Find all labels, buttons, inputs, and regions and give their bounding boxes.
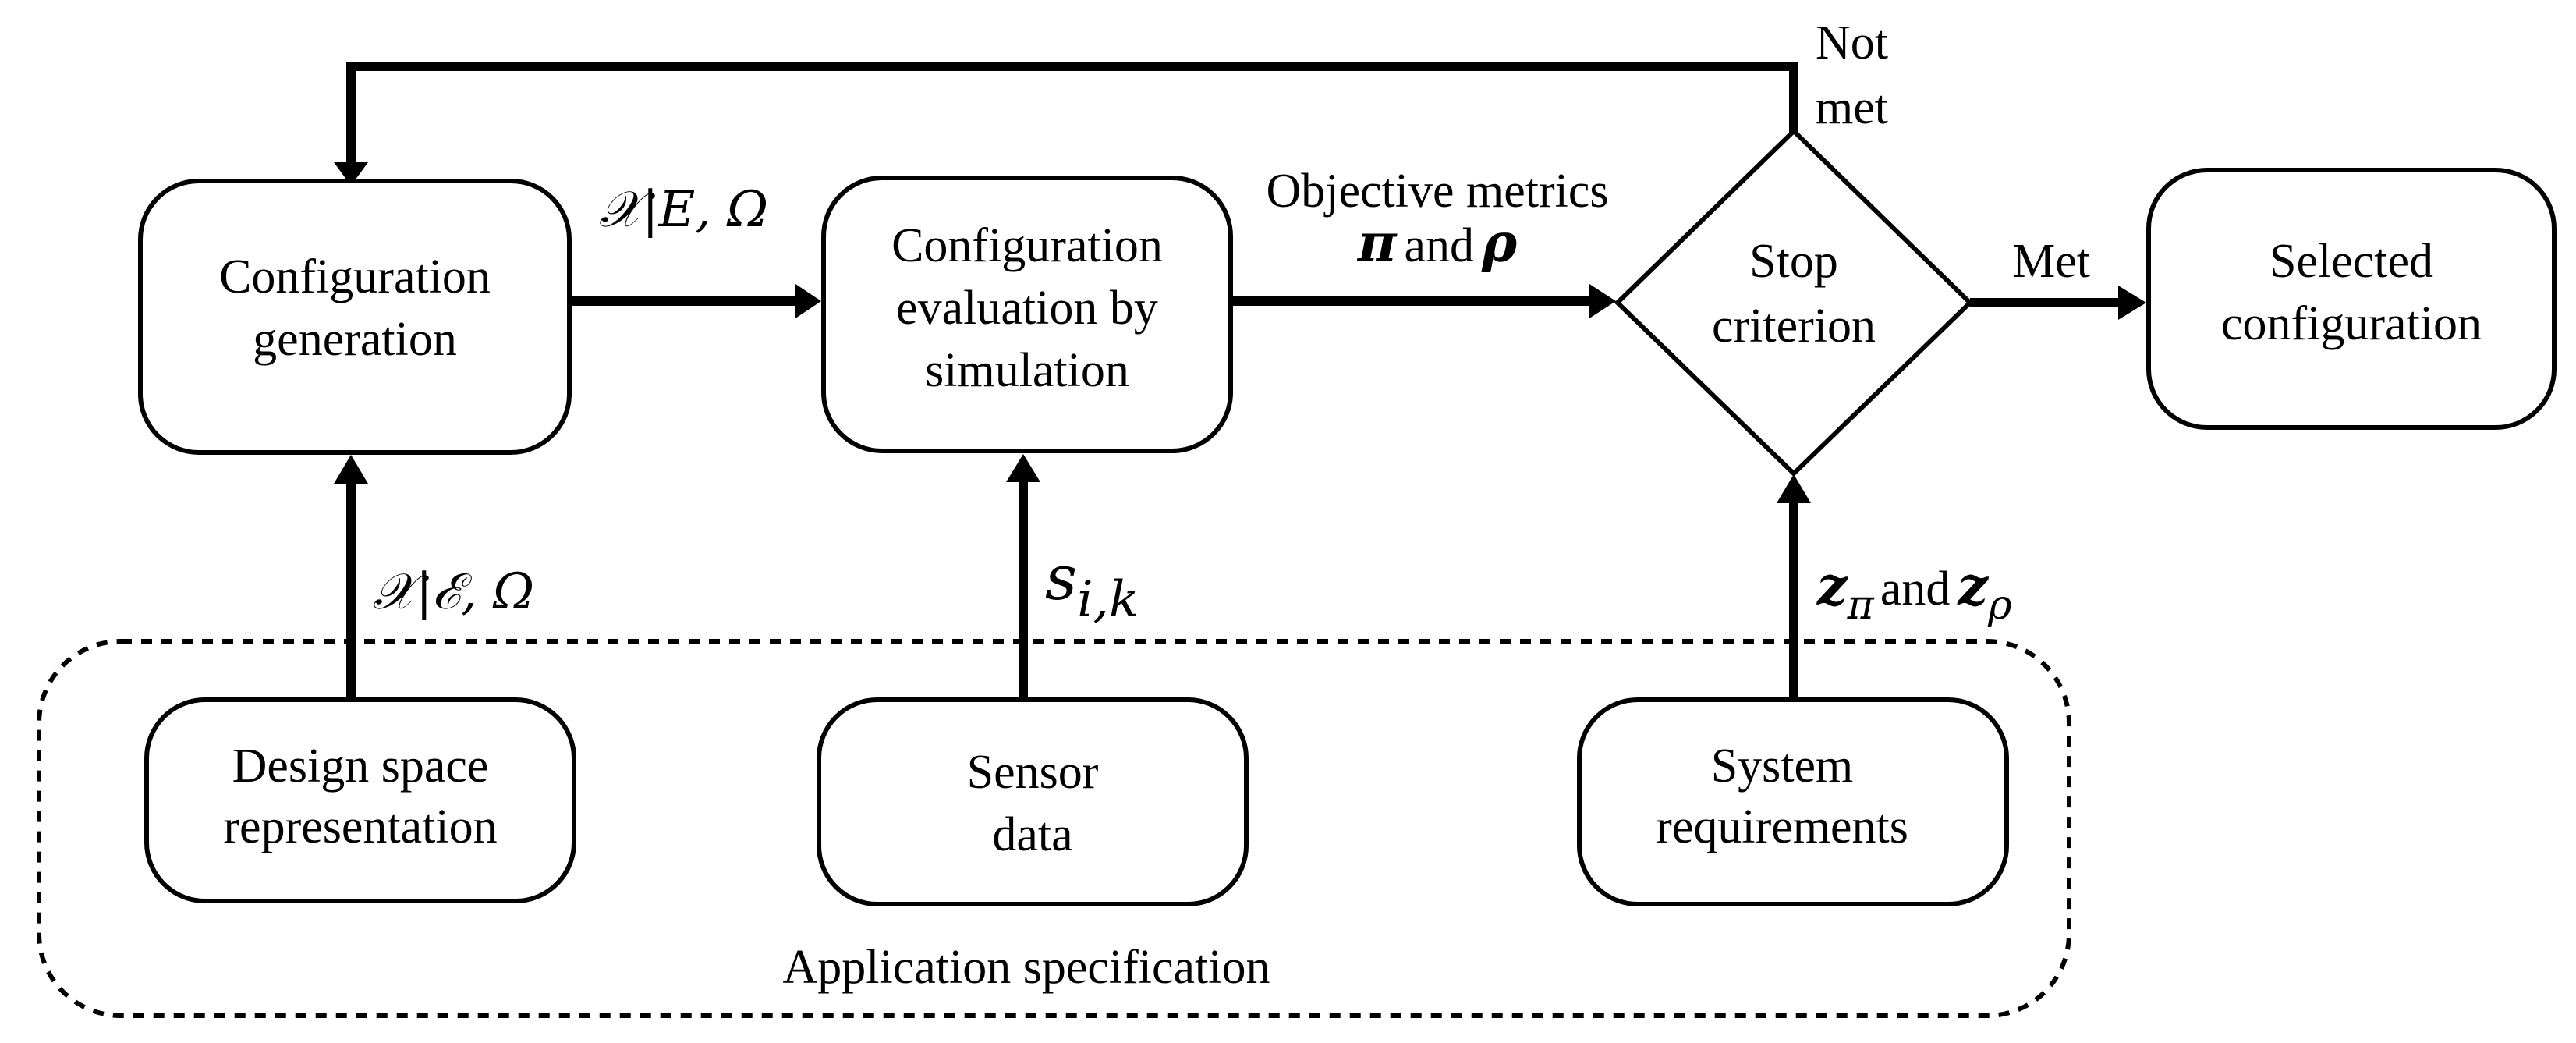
generation-to-evaluation-label: 𝒳|E, Ω (599, 181, 768, 239)
met-label: Met (2012, 235, 2090, 288)
system-requirements-node: System requirements (1577, 697, 2009, 906)
sensor-to-evaluation-label: si,k (1045, 541, 1139, 629)
configuration-generation-node: Configuration generation (138, 179, 572, 455)
z-rho-symbol: z (1957, 555, 1989, 618)
configuration-evaluation-label-line1: Configuration (891, 219, 1163, 272)
application-specification-container (37, 639, 2071, 1018)
z-pi-subscript: π (1847, 582, 1875, 629)
objective-metrics-label: Objective metrics (1267, 165, 1609, 218)
configuration-evaluation-node: Configuration evaluation by simulation (821, 176, 1233, 453)
design-space-label-line1: Design space (232, 740, 489, 793)
sensor-data-label-line1: Sensor (967, 746, 1099, 799)
configuration-generation-label-line2: generation (253, 313, 457, 366)
z-pi-symbol: z (1816, 555, 1848, 618)
application-specification-label: Application specification (783, 941, 1270, 994)
configuration-evaluation-label-line2: evaluation by (896, 282, 1158, 335)
stop-to-selected-arrowhead (2118, 286, 2146, 320)
not-met-feedback-connector (346, 62, 1798, 162)
generation-to-evaluation-arrowhead (795, 284, 821, 318)
selected-configuration-label-line2: configuration (2221, 297, 2482, 350)
system-requirements-label-line1: System (1711, 740, 1854, 793)
stop-criterion-node: Stop criterion (1614, 127, 1974, 477)
not-met-feedback-arrowhead (334, 162, 368, 186)
system-requirements-label-line2: requirements (1656, 800, 1908, 853)
not-met-label-line1: Not (1816, 16, 1888, 69)
sensor-data-label-line2: data (992, 808, 1072, 861)
evaluation-to-stop-arrowhead (1589, 284, 1616, 318)
objective-and-word: and (1405, 219, 1475, 272)
requirements-to-stop-arrowhead (1777, 474, 1811, 503)
stop-criterion-label-line1: Stop (1749, 235, 1838, 288)
design-space-label-line2: representation (223, 800, 497, 853)
pi-symbol: π (1356, 212, 1398, 275)
stop-criterion-label-line2: criterion (1712, 300, 1876, 353)
configuration-evaluation-label-line3: simulation (925, 344, 1129, 397)
design-to-generation-label: 𝒳|ℰ, Ω (373, 563, 534, 621)
sensor-data-node: Sensor data (817, 697, 1249, 906)
configuration-generation-label-line1: Configuration (219, 250, 491, 303)
design-to-generation-arrowhead (334, 455, 368, 484)
sensor-subscript: i,k (1077, 571, 1139, 629)
selected-configuration-node: Selected configuration (2146, 168, 2557, 430)
selected-configuration-label-line1: Selected (2270, 235, 2433, 288)
sensor-symbol: s (1045, 541, 1077, 614)
rho-symbol: ρ (1481, 212, 1518, 275)
design-space-node: Design space representation (144, 697, 576, 903)
requirements-and-word: and (1880, 562, 1951, 616)
z-rho-subscript: ρ (1987, 582, 2012, 629)
sensor-to-evaluation-arrowhead (1006, 454, 1040, 482)
not-met-label-line2: met (1816, 81, 1888, 134)
